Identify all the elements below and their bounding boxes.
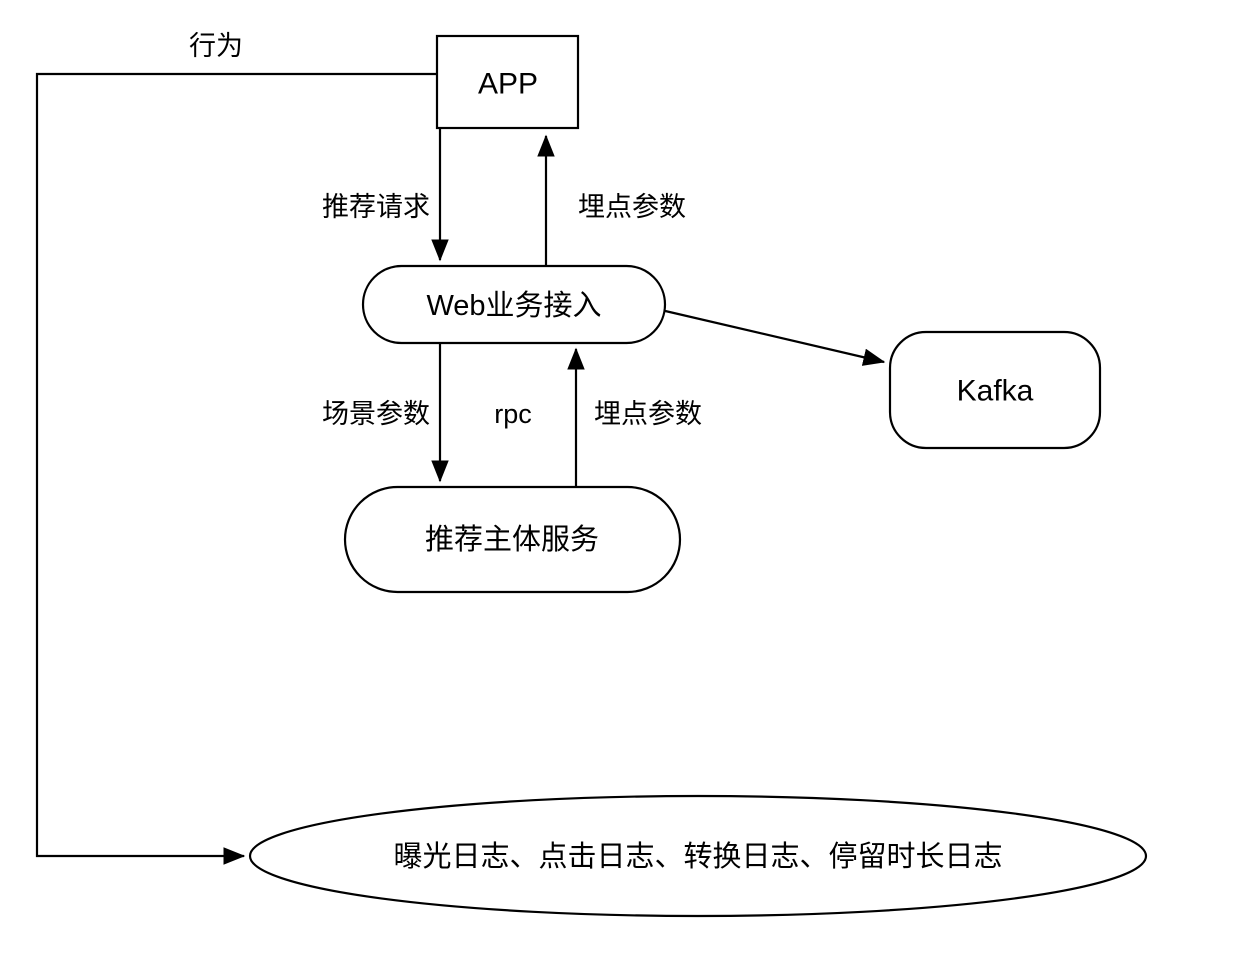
node-recommend-service-shape[interactable] [343,485,682,594]
edge-web-to-kafka [660,308,886,366]
node-logs[interactable]: 曝光日志、点击日志、转换日志、停留时长日志 [248,794,1148,918]
node-web-service-entry[interactable]: Web业务接入 [361,264,667,345]
node-web-service-entry-shape[interactable] [361,264,667,345]
node-app[interactable]: APP [435,34,580,130]
edge-label-rpc: rpc [494,399,532,429]
edge-web-to-kafka-path [660,308,886,366]
node-kafka[interactable]: Kafka [888,330,1102,450]
edge-label-tracking-params-bottom: 埋点参数 [594,399,702,429]
edge-label-recommend-request: 推荐请求 [322,192,430,222]
node-logs-label: 曝光日志、点击日志、转换日志、停留时长日志 [393,840,1002,873]
edge-label-tracking-params-top: 埋点参数 [578,192,686,222]
edge-label-behavior: 行为 [189,31,243,61]
edge-web-to-app: 埋点参数 [537,134,686,268]
node-recommend-service[interactable]: 推荐主体服务 [343,485,682,594]
node-recommend-service-label: 推荐主体服务 [425,523,599,556]
node-app-label: APP [478,68,538,101]
edge-service-to-web: 埋点参数 [567,347,702,488]
edge-app-to-logs-path [35,72,437,865]
edge-web-to-service: 场景参数 [322,344,449,483]
edge-app-to-web: 推荐请求 [322,129,449,262]
node-logs-shape[interactable] [248,794,1148,918]
edge-app-to-logs: 行为 [35,31,437,865]
node-kafka-shape[interactable] [888,330,1102,450]
node-kafka-label: Kafka [957,375,1034,408]
node-web-service-entry-label: Web业务接入 [426,289,601,322]
edge-label-scene-params: 场景参数 [322,399,430,429]
node-app-shape[interactable] [435,34,580,130]
